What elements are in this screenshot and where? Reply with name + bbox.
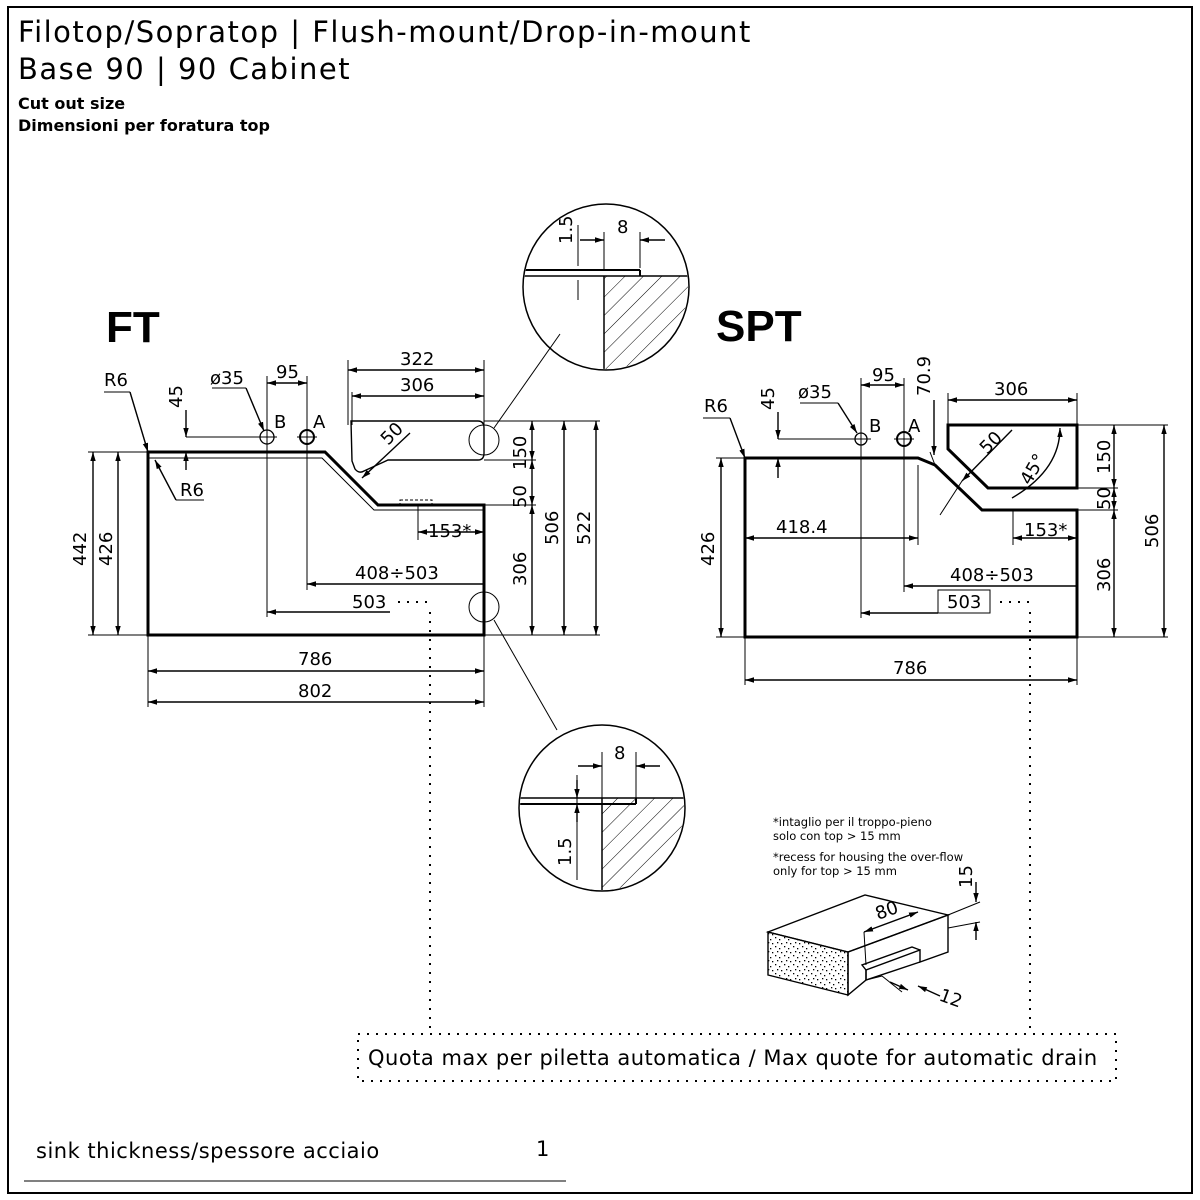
ft-dim-150: 150 bbox=[510, 436, 531, 470]
spt-dim-50: 50 bbox=[1094, 487, 1115, 510]
title-line-2: Base 90 | 90 Cabinet bbox=[18, 52, 351, 86]
recess-note-en-2: only for top > 15 mm bbox=[773, 864, 897, 878]
recess-dim-80: 80 bbox=[873, 897, 902, 925]
detail-top-dim-8: 8 bbox=[617, 217, 628, 238]
ft-dim-426: 426 bbox=[96, 532, 117, 566]
ft-dim-50: 50 bbox=[510, 485, 531, 508]
spt-dim-426: 426 bbox=[698, 532, 719, 566]
spt-dim-153: 153* bbox=[1024, 520, 1067, 541]
ft-dim-506: 506 bbox=[542, 511, 563, 545]
spt-marker-b: B bbox=[869, 416, 881, 437]
ft-dim-802: 802 bbox=[298, 681, 332, 702]
ft-marker-a: A bbox=[313, 412, 326, 433]
ft-label: FT bbox=[106, 303, 160, 352]
spt-label: SPT bbox=[716, 302, 802, 351]
spt-dim-306: 306 bbox=[994, 379, 1028, 400]
spt-dim-306-v: 306 bbox=[1094, 558, 1115, 592]
spt-cutout-outline bbox=[743, 456, 1079, 639]
ft-dim-322: 322 bbox=[400, 349, 434, 370]
spt-drawing: SPT B A 95 70.9 306 45 ø35 bbox=[698, 302, 1168, 685]
ft-top-slot-outline bbox=[350, 420, 485, 473]
ft-dim-442: 442 bbox=[70, 532, 91, 566]
recess-note-it-1: *intaglio per il troppo-pieno bbox=[773, 815, 932, 829]
spt-radius-top: R6 bbox=[704, 396, 728, 417]
spt-dim-diameter: ø35 bbox=[798, 382, 832, 403]
spt-dim-408-503: 408÷503 bbox=[950, 565, 1034, 586]
drain-note: Quota max per piletta automatica / Max q… bbox=[368, 1046, 1098, 1070]
spt-dim-45: 45 bbox=[758, 387, 779, 410]
detail-bottom: 8 1.5 bbox=[518, 724, 686, 892]
recess-detail: *intaglio per il troppo-pieno solo con t… bbox=[765, 815, 981, 1013]
detail-top: 8 1.5 bbox=[522, 203, 690, 371]
ft-radius-top: R6 bbox=[104, 370, 128, 391]
ft-overflow-recess bbox=[399, 499, 433, 507]
spt-dim-150: 150 bbox=[1094, 440, 1115, 474]
sheet-border bbox=[7, 6, 1193, 1194]
ft-dim-522: 522 bbox=[574, 511, 595, 545]
ft-callout-top bbox=[468, 424, 500, 456]
ft-dim-153: 153* bbox=[428, 521, 471, 542]
spt-dim-95: 95 bbox=[872, 365, 895, 386]
ft-dim-50-diag: 50 bbox=[377, 418, 408, 449]
ft-marker-b: B bbox=[274, 412, 286, 433]
subtitle-line-2: Dimensioni per foratura top bbox=[18, 116, 270, 135]
spt-dim-503-box bbox=[937, 589, 991, 614]
recess-note-it-2: solo con top > 15 mm bbox=[773, 829, 901, 843]
recess-dim-12: 12 bbox=[936, 985, 965, 1013]
ft-radius-inner: R6 bbox=[180, 480, 204, 501]
ft-dim-503: 503 bbox=[352, 592, 386, 613]
title-line-1: Filotop/Sopratop | Flush-mount/Drop-in-m… bbox=[18, 15, 752, 49]
ft-offset-line bbox=[148, 457, 484, 511]
ft-dim-95: 95 bbox=[276, 362, 299, 383]
spt-dim-45-deg: 45° bbox=[1016, 450, 1050, 488]
recess-note-en-1: *recess for housing the over-flow bbox=[773, 850, 963, 864]
spt-dim-503: 503 bbox=[947, 592, 981, 613]
spt-dim-506: 506 bbox=[1142, 514, 1163, 548]
spt-top-slot-outline bbox=[946, 423, 1079, 490]
recess-dim-15: 15 bbox=[956, 865, 977, 888]
spt-marker-a: A bbox=[908, 416, 921, 437]
spt-dim-50-diag: 50 bbox=[976, 427, 1007, 458]
ft-drawing: FT B A 322 306 95 45 ø35 bbox=[70, 303, 600, 731]
ft-dim-306-v: 306 bbox=[510, 552, 531, 586]
thickness-label: sink thickness/spessore acciaio bbox=[36, 1139, 380, 1163]
drain-note-box bbox=[357, 1033, 1117, 1082]
ft-dim-786: 786 bbox=[298, 649, 332, 670]
ft-dim-408-503: 408÷503 bbox=[355, 563, 439, 584]
subtitle-line-1: Cut out size bbox=[18, 94, 125, 113]
spt-dim-70-9: 70.9 bbox=[914, 356, 935, 396]
ft-callout-bottom bbox=[468, 591, 500, 623]
ft-dim-306: 306 bbox=[400, 375, 434, 396]
thickness-value: 1 bbox=[536, 1137, 550, 1161]
ft-dim-45: 45 bbox=[166, 385, 187, 408]
spt-dim-418-4: 418.4 bbox=[776, 517, 828, 538]
detail-bottom-dim-8: 8 bbox=[614, 743, 625, 764]
detail-bottom-dim-1-5: 1.5 bbox=[555, 837, 576, 866]
detail-top-dim-1-5: 1.5 bbox=[556, 215, 577, 244]
ft-dim-diameter: ø35 bbox=[210, 368, 244, 389]
spt-dim-786: 786 bbox=[893, 658, 927, 679]
